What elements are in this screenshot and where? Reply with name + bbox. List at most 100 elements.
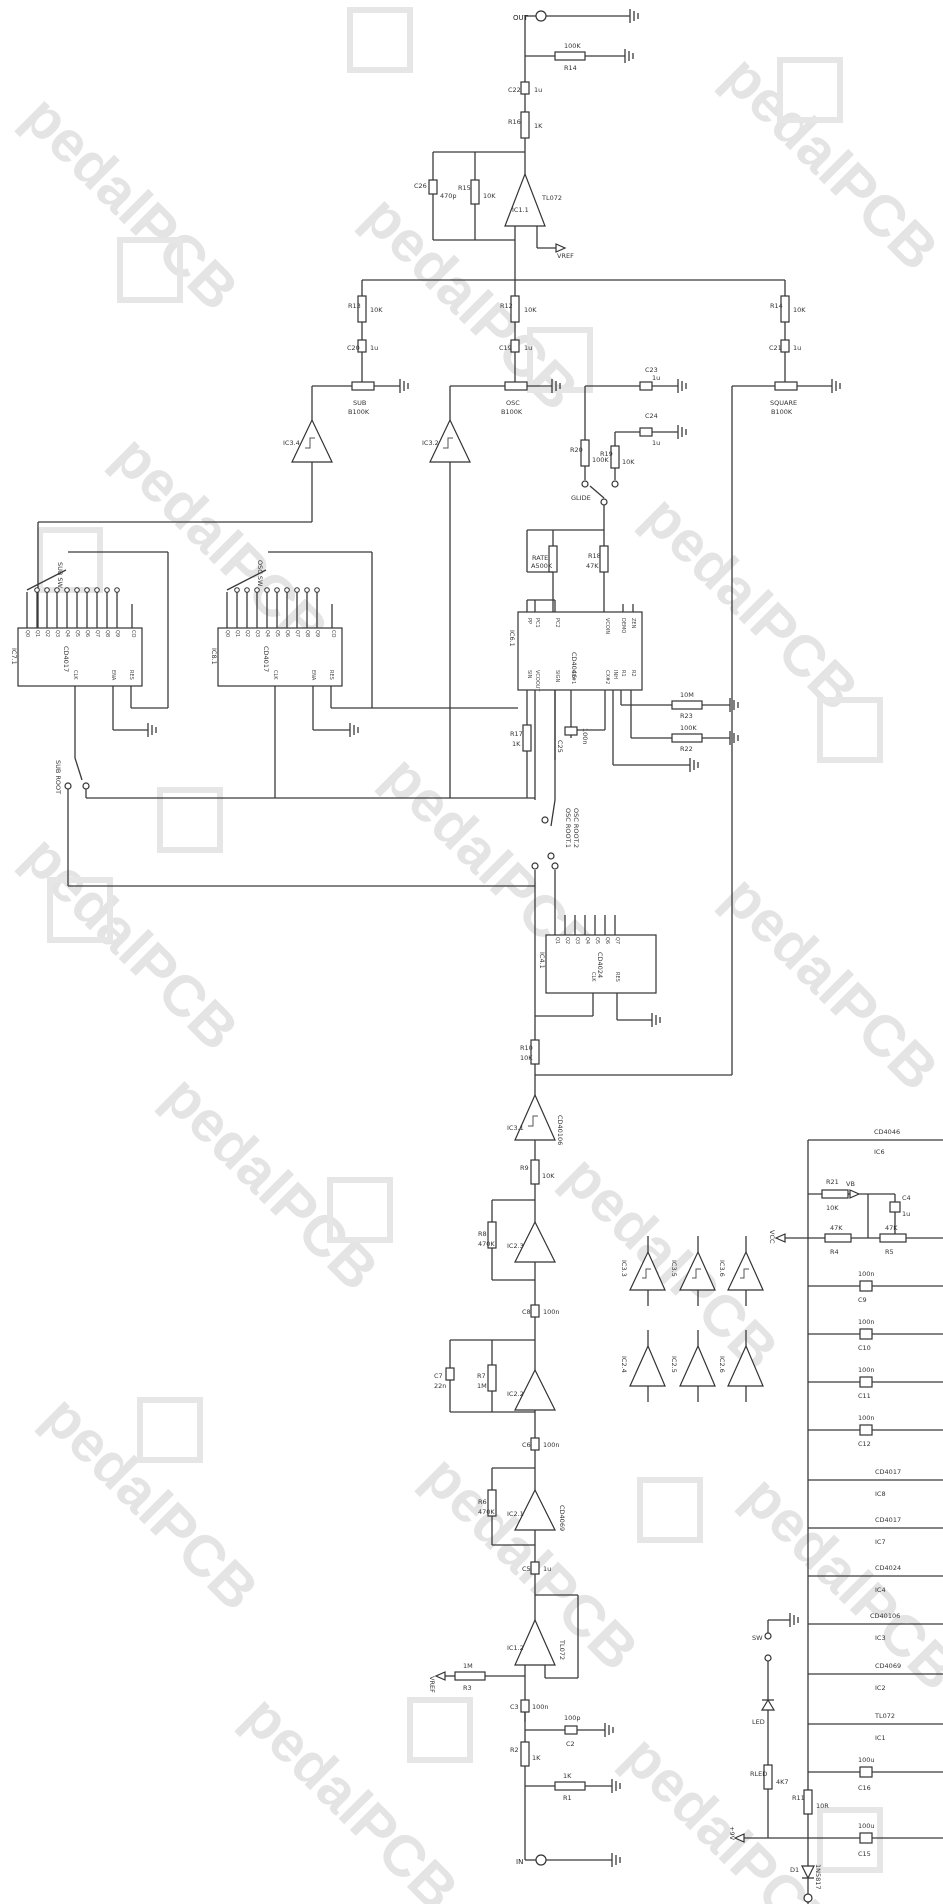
watermark-logo: [117, 237, 183, 303]
r21-value: 10K: [826, 1204, 839, 1212]
input-jack[interactable]: [535, 1854, 547, 1866]
resistor-r4: [824, 1233, 852, 1243]
footswitch-pole[interactable]: [764, 1632, 772, 1640]
decoupling-c11: C11 100n: [808, 1366, 943, 1400]
resistor-r17: [522, 724, 532, 752]
r23-value: 10M: [680, 691, 694, 699]
pin-q4: Q4: [64, 630, 70, 637]
watermark-text: pedalPCB: [711, 43, 943, 283]
c4-ref: C4: [902, 1194, 911, 1202]
resistor-r1: [554, 1781, 586, 1791]
ground-symbol: [604, 1723, 614, 1737]
rate-value: A500K: [531, 562, 553, 570]
vref-input-label: VREF: [428, 1676, 436, 1693]
sub-root-switch-pole[interactable]: [82, 782, 90, 790]
c20-ref: C20: [347, 344, 360, 352]
pin-q7: Q7: [294, 630, 300, 637]
watermark-layer: pedalPCB pedalPCB pedalPCB pedalPCB peda…: [11, 7, 943, 1904]
footswitch-pole[interactable]: [764, 1654, 772, 1662]
supply-ic4: IC4 CD4024: [808, 1564, 943, 1594]
c15-value: 100u: [858, 1822, 875, 1830]
ic1-value: TL072: [874, 1712, 895, 1720]
ic61-ref: IC6.1: [508, 630, 516, 647]
r5-ref: R5: [885, 1248, 894, 1256]
osc-root-switch-pole[interactable]: [547, 852, 555, 860]
r22-ref: R22: [680, 745, 693, 753]
glide-switch-pole[interactable]: [611, 480, 619, 488]
glide-switch-pole[interactable]: [581, 480, 589, 488]
sub-root-switch-pole[interactable]: [64, 782, 72, 790]
r4-value: 47K: [830, 1224, 843, 1232]
pin-pp: PP: [526, 618, 532, 624]
led-symbol: [760, 1698, 776, 1711]
osc-pot-ref: OSC: [506, 399, 520, 407]
vref-label: VREF: [557, 252, 574, 260]
dc-jack[interactable]: [803, 1893, 813, 1903]
osc-root-switch-pole[interactable]: [551, 862, 559, 870]
pin-sign: SIGN: [554, 670, 560, 683]
ic61-value: CD4046: [570, 652, 578, 678]
divider-section: IC7.1 CD4017 Q0 Q1 Q2 Q3 Q4 Q5 Q6 Q7 Q8 …: [10, 551, 661, 1050]
c10-ref: C10: [858, 1344, 871, 1352]
c26-ref: C26: [414, 182, 427, 190]
led-label: LED: [752, 1718, 765, 1726]
output-jack[interactable]: [535, 10, 547, 22]
ic31-ref: IC3.1: [507, 1124, 524, 1132]
c11-value: 100n: [858, 1366, 875, 1374]
pot-osc[interactable]: [504, 381, 528, 391]
pin-q3: Q3: [254, 630, 260, 637]
sub-pot-ref: SUB: [353, 399, 366, 407]
decoupling-c10: C10 100n: [808, 1318, 943, 1352]
ground-symbol: [689, 758, 699, 772]
ic3-value: CD40106: [870, 1612, 900, 1620]
pot-sub[interactable]: [351, 381, 375, 391]
c5-ref: C5: [522, 1565, 531, 1573]
ic4-1-cd4024: [545, 934, 657, 994]
ground-symbol: [789, 1613, 799, 1627]
pot-square[interactable]: [774, 381, 798, 391]
port-label-in: IN: [516, 1858, 523, 1866]
input-chain: R10 10K IC3.1 CD40106 R9 10K R8 470K IC2…: [428, 1039, 732, 1867]
watermark-logo: [327, 1177, 393, 1243]
osc-sw-label: OSC SW: [256, 560, 264, 587]
c16-value: 100u: [858, 1756, 875, 1764]
c26-value: 470p: [440, 192, 457, 200]
c9-ref: C9: [858, 1296, 867, 1304]
c7-value: 22n: [434, 1382, 446, 1390]
ground-symbol: [677, 379, 687, 393]
ic2-value: CD4069: [875, 1662, 901, 1670]
pin-q7: Q7: [94, 630, 100, 637]
osc-root-switch-pole[interactable]: [541, 816, 549, 824]
watermark-logo: [527, 327, 593, 393]
r23-ref: R23: [680, 712, 693, 720]
c22-value: 1u: [534, 86, 542, 94]
r5-value: 47K: [885, 1224, 898, 1232]
r2-ref: R2: [510, 1746, 519, 1754]
osc-root-switch-pole[interactable]: [531, 862, 539, 870]
r8-ref: R8: [478, 1230, 487, 1238]
r14b-value: 10K: [793, 306, 806, 314]
r3-value: 1M: [463, 1662, 473, 1670]
diode-d1: [801, 1865, 815, 1880]
ic81-ref: IC8.1: [210, 648, 218, 665]
c19-value: 1u: [524, 344, 532, 352]
c25-ref: C25: [556, 740, 564, 753]
watermark-text: pedalPCB: [351, 183, 591, 423]
opamp-ic1-2: [514, 1618, 556, 1666]
c21-value: 1u: [793, 344, 801, 352]
watermark-logo: [637, 1477, 703, 1543]
ic31-value: CD40106: [556, 1115, 564, 1145]
resistor-r14: [554, 51, 586, 61]
glide-switch-common[interactable]: [600, 498, 608, 506]
r19-value: 10K: [622, 458, 635, 466]
pin-q1: Q1: [554, 937, 560, 944]
ic6-ref: IC6: [874, 1148, 885, 1156]
ic7-ref: IC7: [875, 1538, 886, 1546]
gate-ic2-6: IC2.6: [718, 1330, 764, 1402]
capacitor-c5: [530, 1561, 540, 1575]
pin-zen: ZEN: [630, 618, 636, 629]
c23-ref: C23: [645, 366, 658, 374]
r18-ref: R18: [588, 552, 601, 560]
resistor-r3: [454, 1671, 486, 1681]
ic71-q-pins: Q0 Q1 Q2 Q3 Q4 Q5 Q6 Q7 Q8 Q9 CO CLK ENA…: [24, 630, 136, 681]
